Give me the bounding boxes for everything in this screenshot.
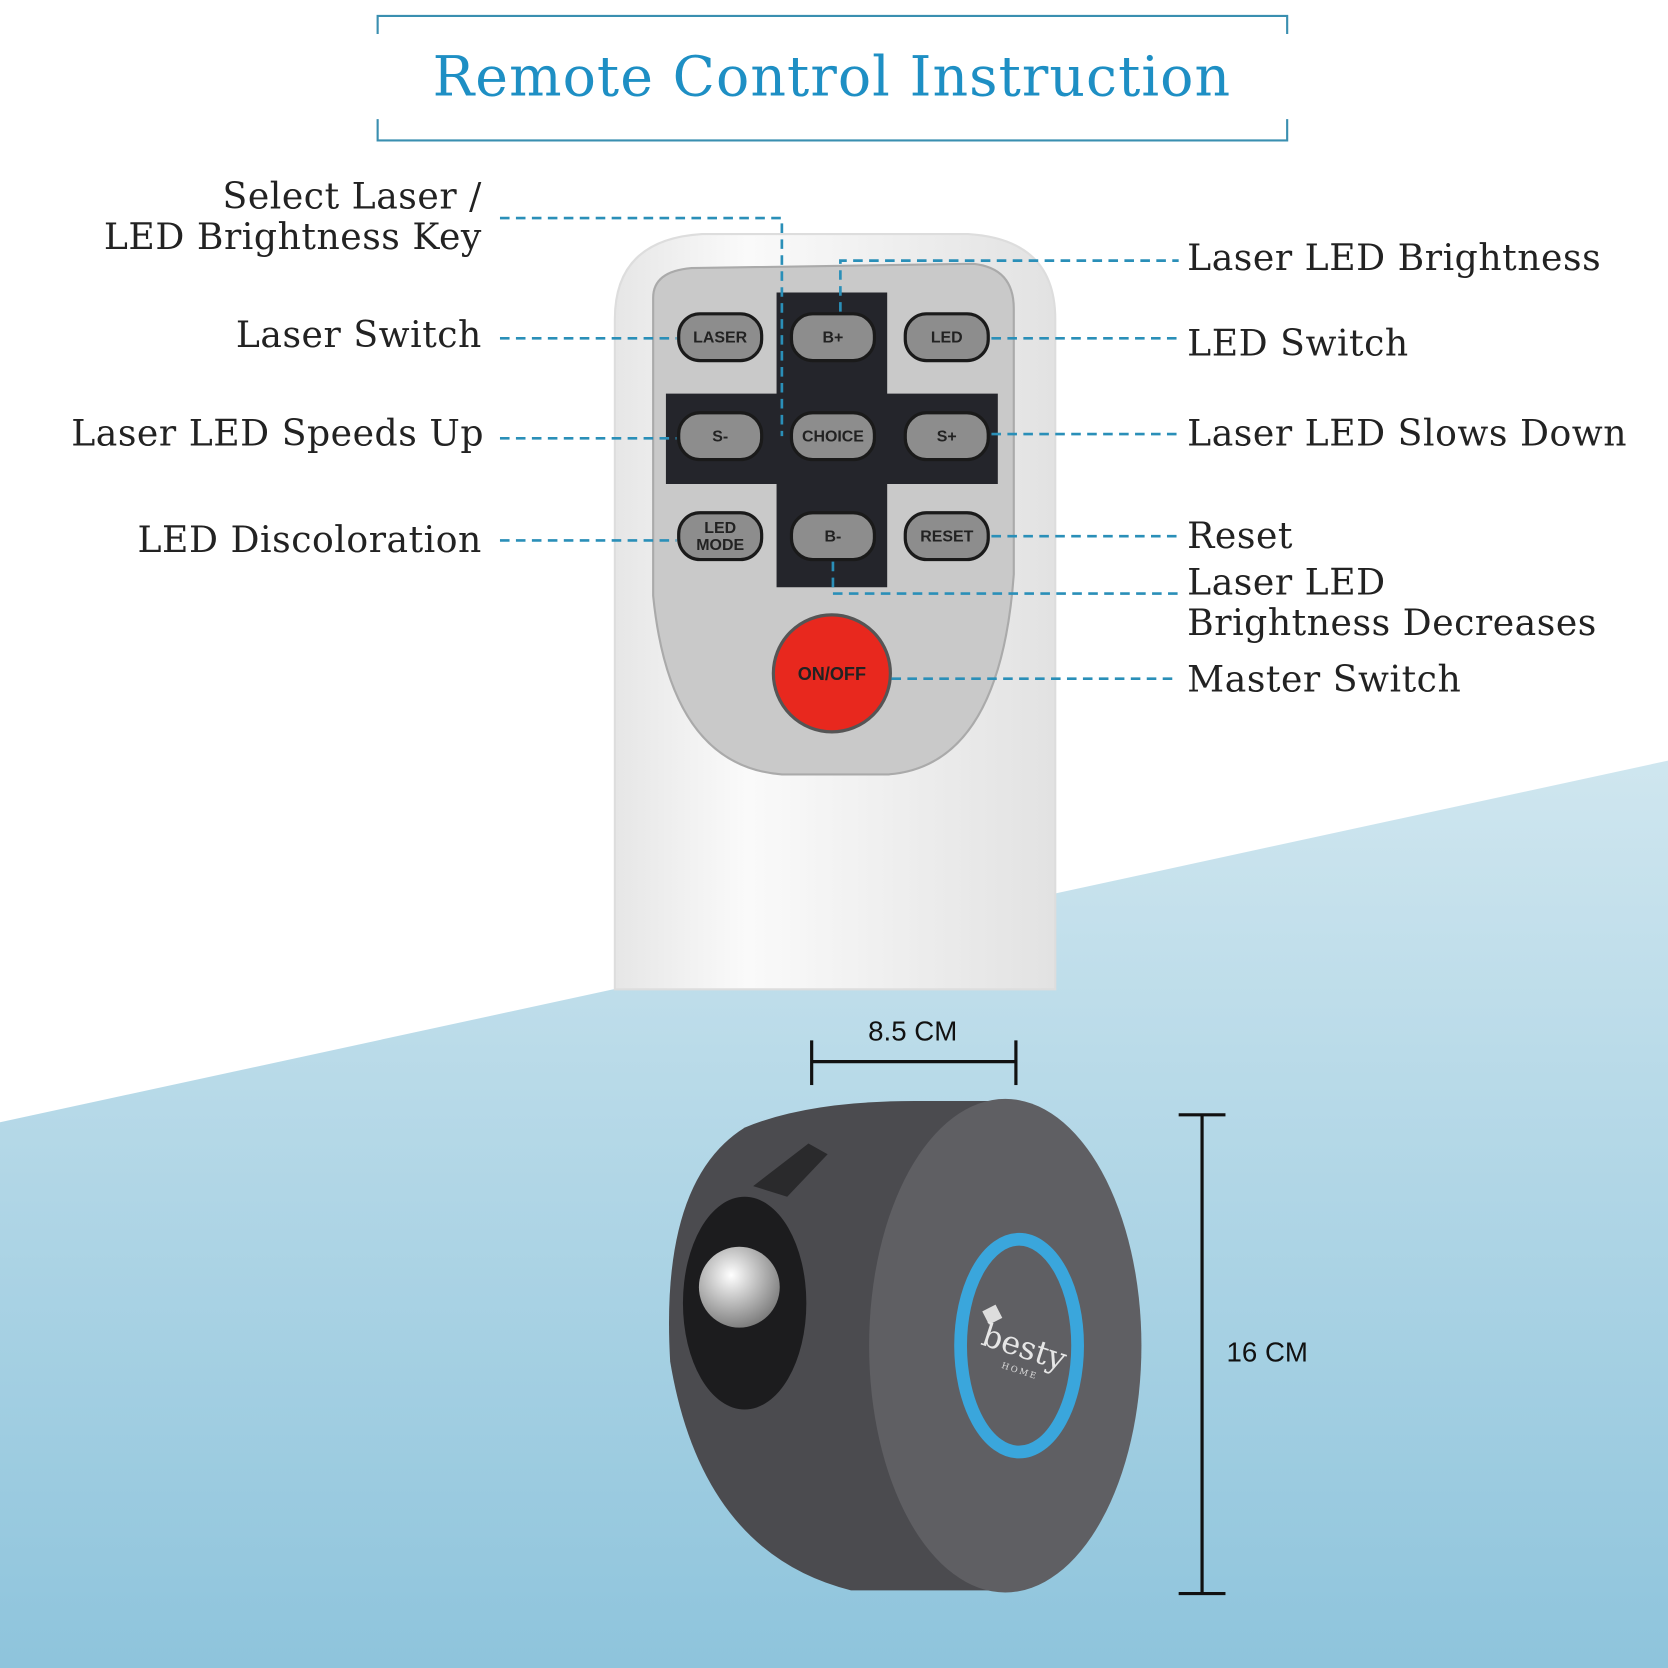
button-choice[interactable]: CHOICE: [789, 411, 877, 462]
button-led-mode[interactable]: LED MODE: [677, 511, 764, 562]
button-reset[interactable]: RESET: [903, 511, 990, 562]
svg-text:RESET: RESET: [920, 528, 973, 545]
svg-text:LED: LED: [704, 520, 736, 537]
svg-text:LASER: LASER: [693, 330, 748, 347]
button-b-plus[interactable]: B+: [789, 312, 877, 363]
projector: besty HOME: [668, 1098, 1142, 1593]
dimension-height: 16 CM: [1178, 1113, 1308, 1596]
button-s-minus[interactable]: S-: [677, 411, 764, 462]
label-slows-down: Laser LED Slows Down: [1187, 412, 1627, 455]
button-s-plus[interactable]: S+: [903, 411, 990, 462]
lens-ball: [698, 1246, 780, 1328]
label-master-switch: Master Switch: [1187, 657, 1461, 700]
svg-text:CHOICE: CHOICE: [802, 428, 864, 445]
svg-text:LED: LED: [931, 330, 963, 347]
svg-text:MODE: MODE: [696, 537, 744, 554]
label-reset: Reset: [1187, 514, 1293, 557]
button-on-off[interactable]: ON/OFF: [771, 613, 892, 734]
label-speeds-up: Laser LED Speeds Up: [71, 412, 484, 455]
light-ring: [954, 1232, 1084, 1459]
labels-left: Select Laser / LED Brightness Key Laser …: [71, 174, 484, 561]
page-title: Remote Control Instruction: [433, 46, 1232, 110]
label-select-laser: Select Laser /: [223, 174, 483, 217]
svg-text:S-: S-: [712, 428, 728, 445]
label-brightness-decreases: Laser LED: [1187, 561, 1385, 604]
label-discoloration: LED Discoloration: [138, 518, 482, 561]
svg-text:ON/OFF: ON/OFF: [798, 664, 866, 684]
leader-lines: [499, 216, 1179, 681]
label-select-laser-2: LED Brightness Key: [104, 215, 482, 258]
button-led[interactable]: LED: [903, 312, 990, 363]
label-brightness: Laser LED Brightness: [1187, 236, 1601, 279]
height-label: 16 CM: [1227, 1337, 1308, 1368]
label-led-switch: LED Switch: [1187, 321, 1409, 364]
dimension-width: 8.5 CM: [810, 1015, 1018, 1086]
svg-text:B-: B-: [825, 528, 842, 545]
title-frame: Remote Control Instruction: [376, 14, 1289, 142]
labels-right: Laser LED Brightness LED Switch Laser LE…: [1187, 236, 1627, 700]
svg-text:B+: B+: [823, 330, 844, 347]
remote-control: LASER B+ LED S- CHOICE S+ LED MODE: [613, 232, 1057, 991]
label-laser-switch: Laser Switch: [236, 313, 482, 356]
svg-text:S+: S+: [937, 428, 957, 445]
button-b-minus[interactable]: B-: [789, 511, 877, 562]
button-laser[interactable]: LASER: [677, 312, 764, 363]
label-brightness-decreases-2: Brightness Decreases: [1187, 601, 1597, 644]
width-label: 8.5 CM: [868, 1015, 957, 1046]
